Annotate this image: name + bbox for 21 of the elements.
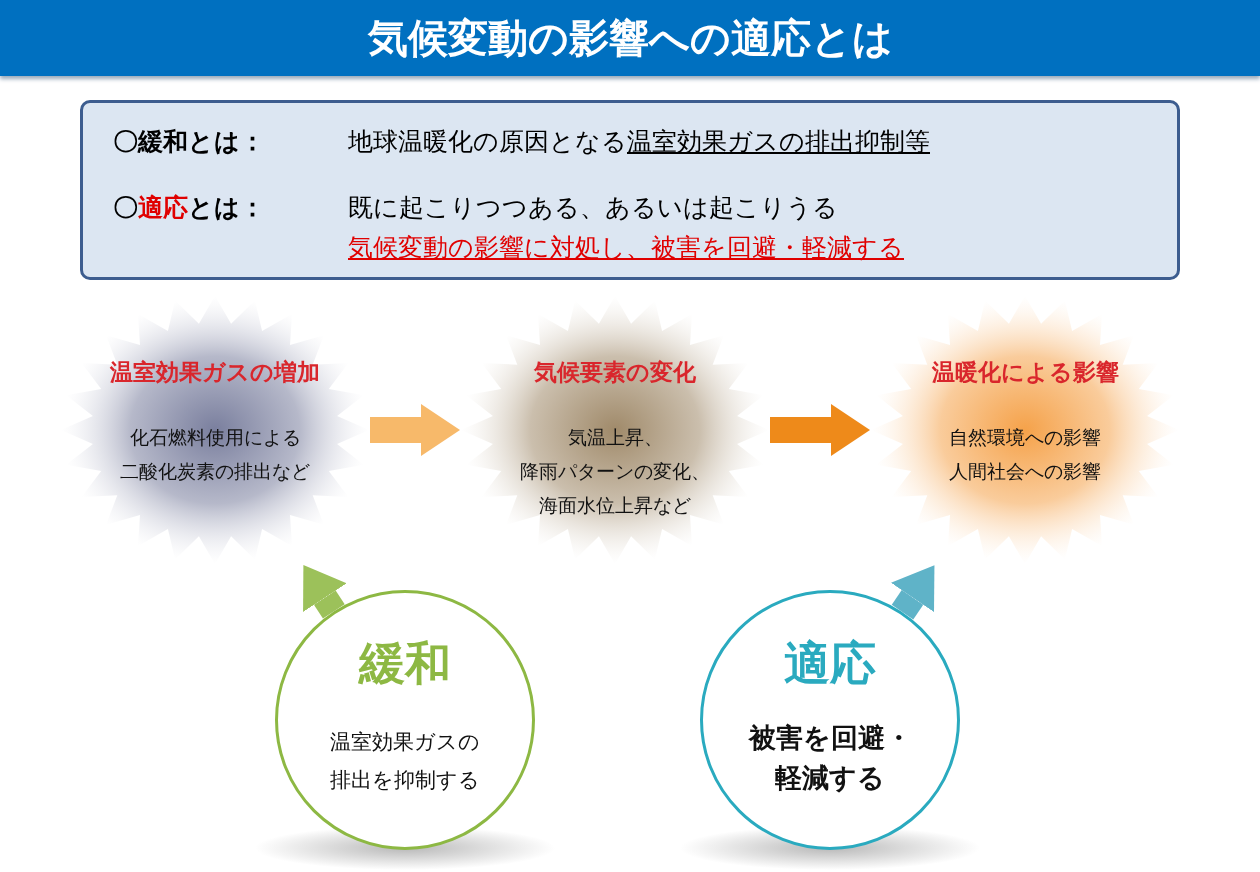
starburst-heading: 温暖化による影響 xyxy=(930,358,1120,387)
circle-heading: 適応 xyxy=(783,635,877,692)
circle-text: 被害を回避・軽減する xyxy=(747,721,913,795)
starburst-heading: 温室効果ガスの増加 xyxy=(109,358,321,387)
definition-text: 既に起こりつつある、あるいは起こりうる xyxy=(348,192,838,224)
definition-text: 地球温暖化の原因となる温室効果ガスの排出抑制等 xyxy=(348,126,930,158)
starburst-text: 化石燃料使用による二酸化炭素の排出など xyxy=(119,425,311,484)
title-bar: 気候変動の影響への適応とは xyxy=(0,0,1260,76)
definition-box xyxy=(80,100,1180,280)
definition-term: 〇緩和とは： xyxy=(113,126,265,158)
starburst-text: 気温上昇、降雨パターンの変化、海面水位上昇など xyxy=(519,425,711,518)
starburst-text: 自然環境への影響人間社会への影響 xyxy=(948,425,1102,484)
starburst-heading: 気候要素の変化 xyxy=(533,358,697,387)
circle-heading: 緩和 xyxy=(357,635,452,692)
arrow xyxy=(370,404,460,456)
arrow xyxy=(303,565,347,619)
arrow xyxy=(891,565,935,620)
definition-text: 気候変動の影響に対処し、被害を回避・軽減する xyxy=(348,232,904,264)
arrow xyxy=(770,404,870,456)
circle-text: 温室効果ガスの排出を抑制する xyxy=(329,729,481,794)
definition-term: 〇適応とは： xyxy=(113,192,265,224)
